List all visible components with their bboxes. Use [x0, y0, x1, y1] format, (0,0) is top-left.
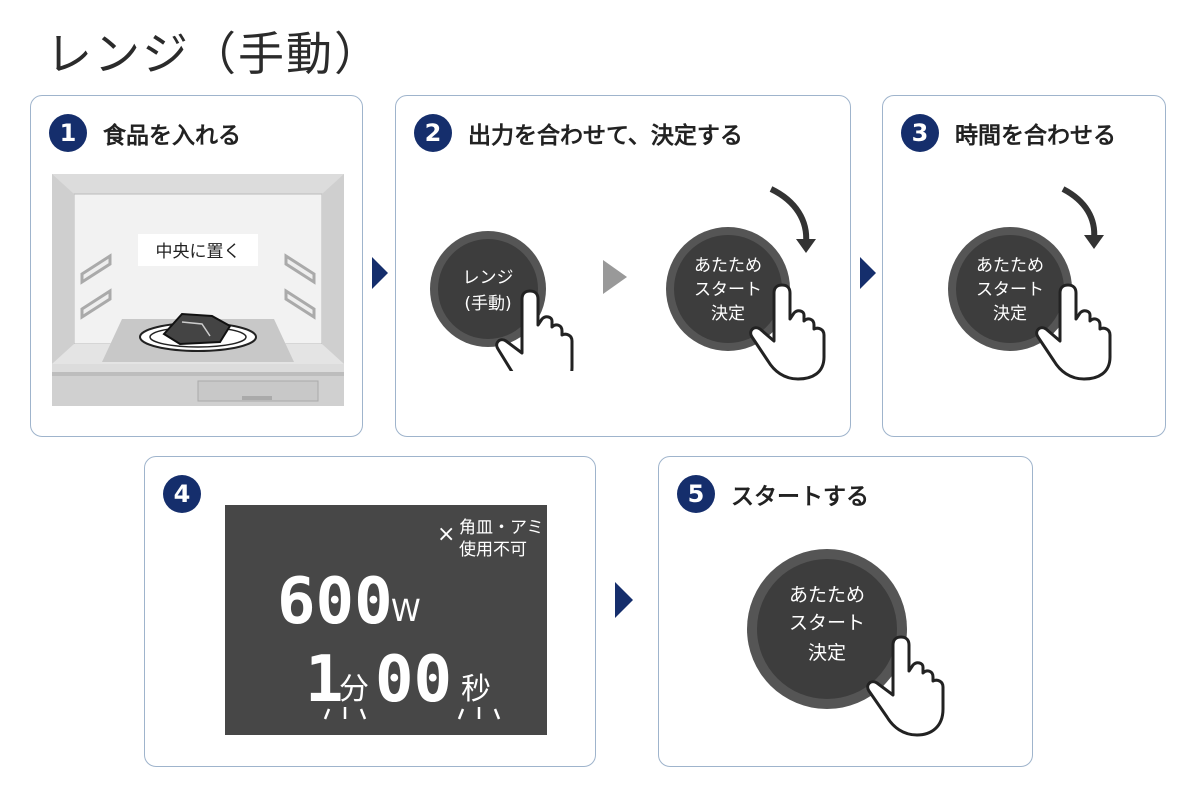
minutes-unit: 分	[339, 672, 369, 707]
step-5-card: 5 スタートする あたため スタート 決定	[658, 456, 1033, 767]
knob-label: スタート	[694, 280, 762, 300]
oven-label: 中央に置く	[156, 242, 241, 262]
step-4-card: 4 × 角皿・アミ 使用不可 600 W 1 分 00 秒	[144, 456, 596, 767]
knob-label: レンジ	[463, 268, 514, 288]
power-unit: W	[391, 594, 421, 629]
warning-text: 使用不可	[459, 539, 527, 560]
warning-mark: ×	[437, 522, 455, 547]
step-title: 出力を合わせて、決定する	[468, 123, 743, 149]
knob-label: あたため	[694, 256, 762, 276]
knob-label: (手動)	[464, 294, 511, 314]
step-title: 食品を入れる	[103, 123, 241, 149]
oven-interior-illustration: 中央に置く	[52, 174, 344, 406]
step-number: 5	[677, 475, 715, 513]
knob-label: あたため	[976, 256, 1044, 276]
step-number: 3	[901, 114, 939, 152]
minutes-value: 1	[305, 643, 344, 717]
knob-label: スタート	[976, 280, 1044, 300]
knob-label: 決定	[993, 304, 1027, 324]
step-title: スタートする	[731, 484, 869, 510]
blink-indicator-icon	[323, 707, 367, 720]
step-number: 1	[49, 114, 87, 152]
lcd-display: × 角皿・アミ 使用不可 600 W 1 分 00 秒	[225, 505, 547, 735]
power-value: 600	[277, 565, 393, 639]
step-3-card: 3 時間を合わせる あたため スタート 決定	[882, 95, 1166, 437]
step-title: 時間を合わせる	[955, 123, 1116, 149]
seconds-value: 00	[375, 643, 452, 717]
knob-start-illustration: あたため スタート 決定	[666, 186, 826, 381]
step-2-card: 2 出力を合わせて、決定する レンジ (手動) あたため スタート 決定	[395, 95, 851, 437]
next-step-arrow	[372, 257, 388, 289]
hand-icon	[866, 635, 945, 737]
step-number: 2	[414, 114, 452, 152]
knob-label: 決定	[808, 642, 846, 664]
hand-icon	[749, 283, 826, 381]
step-1-card: 1 食品を入れる 中央に置く	[30, 95, 363, 437]
next-step-arrow	[615, 582, 633, 618]
hand-icon	[1035, 283, 1112, 381]
knob-start-illustration: あたため スタート 決定	[747, 549, 945, 737]
page-title: レンジ（手動）	[46, 27, 382, 81]
knob-label: スタート	[789, 612, 865, 634]
next-step-arrow	[860, 257, 876, 289]
knob-menu-illustration: レンジ (手動)	[430, 231, 574, 371]
hand-icon	[495, 289, 574, 371]
knob-label: 決定	[711, 304, 745, 324]
seconds-unit: 秒	[461, 672, 491, 707]
step-number: 4	[163, 475, 201, 513]
blink-indicator-icon	[457, 707, 501, 720]
gray-step-arrow	[603, 260, 627, 294]
knob-label: あたため	[789, 584, 865, 606]
warning-text: 角皿・アミ	[459, 518, 544, 538]
knob-time-illustration: あたため スタート 決定	[948, 186, 1112, 381]
